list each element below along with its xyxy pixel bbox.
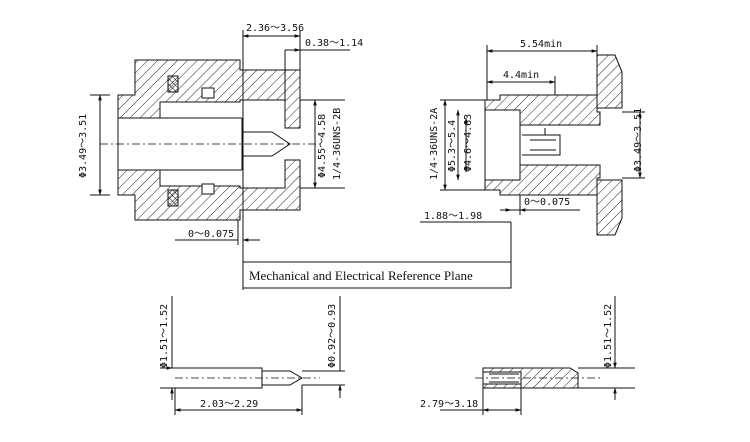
- right-socket-contact: [522, 134, 561, 156]
- right-view: [420, 45, 645, 236]
- right-dia-c-label: Φ3.49～3.51: [633, 108, 644, 172]
- socket-view-labels: Φ1.51～1.52 2.79～3.18: [420, 304, 614, 410]
- left-top-gap-label: 0.38～1.14: [305, 38, 363, 49]
- left-ring-top: [201, 87, 215, 99]
- right-view-labels: 5.54min 4.4min 1/4-36UNS-2A Φ5.3～5.4 Φ4.…: [424, 39, 644, 222]
- left-center-pin: [242, 131, 291, 157]
- right-body-top: [484, 94, 601, 126]
- left-top-range-label: 2.36～3.56: [246, 23, 304, 34]
- pin-dia-label: Φ1.51～1.52: [159, 304, 170, 368]
- left-seal-bottom: [167, 189, 179, 207]
- socket-dia-label: Φ1.51～1.52: [603, 304, 614, 368]
- socket-length-label: 2.79～3.18: [420, 399, 478, 410]
- reference-plane: Mechanical and Electrical Reference Plan…: [242, 222, 512, 289]
- right-body-bottom: [484, 164, 601, 196]
- left-outer-dia-label: Φ3.49～3.51: [78, 114, 89, 178]
- left-view-labels: 2.36～3.56 0.38～1.14 Φ3.49～3.51 Φ4.55～4.5…: [78, 23, 363, 240]
- pin-tip-dia-label: Φ0.92～0.93: [327, 304, 338, 368]
- right-bottom-len-label: 1.88～1.98: [424, 211, 482, 222]
- pin-view-labels: Φ1.51～1.52 Φ0.92～0.93 2.03～2.29: [159, 304, 338, 410]
- left-seal-top: [167, 75, 179, 93]
- right-thread-label: 1/4-36UNS-2A: [429, 108, 440, 180]
- left-bottom-offset-label: 0～0.075: [188, 229, 234, 240]
- right-dia-b-label: Φ4.6～4.63: [463, 114, 474, 172]
- right-flange-top: [596, 54, 623, 109]
- right-dia-a-label: Φ5.3～5.4: [447, 120, 458, 172]
- socket-view: [440, 296, 635, 415]
- pin-view: [160, 296, 345, 415]
- left-view: [90, 30, 350, 290]
- left-thread-label: 1/4-36UNS-2B: [332, 108, 343, 180]
- right-body-len-label: 4.4min: [503, 70, 539, 81]
- reference-plane-box: [242, 261, 512, 289]
- left-ring-bottom: [201, 183, 215, 195]
- right-flange-len-label: 5.54min: [520, 39, 562, 50]
- pin-length-label: 2.03～2.29: [200, 399, 258, 410]
- pin-shaft: [185, 367, 303, 389]
- left-inner-dia-label: Φ4.55～4.58: [317, 114, 328, 178]
- reference-plane-label: Mechanical and Electrical Reference Plan…: [249, 268, 473, 283]
- right-bottom-offset-label: 0～0.075: [524, 197, 570, 208]
- right-flange-bottom: [596, 179, 623, 236]
